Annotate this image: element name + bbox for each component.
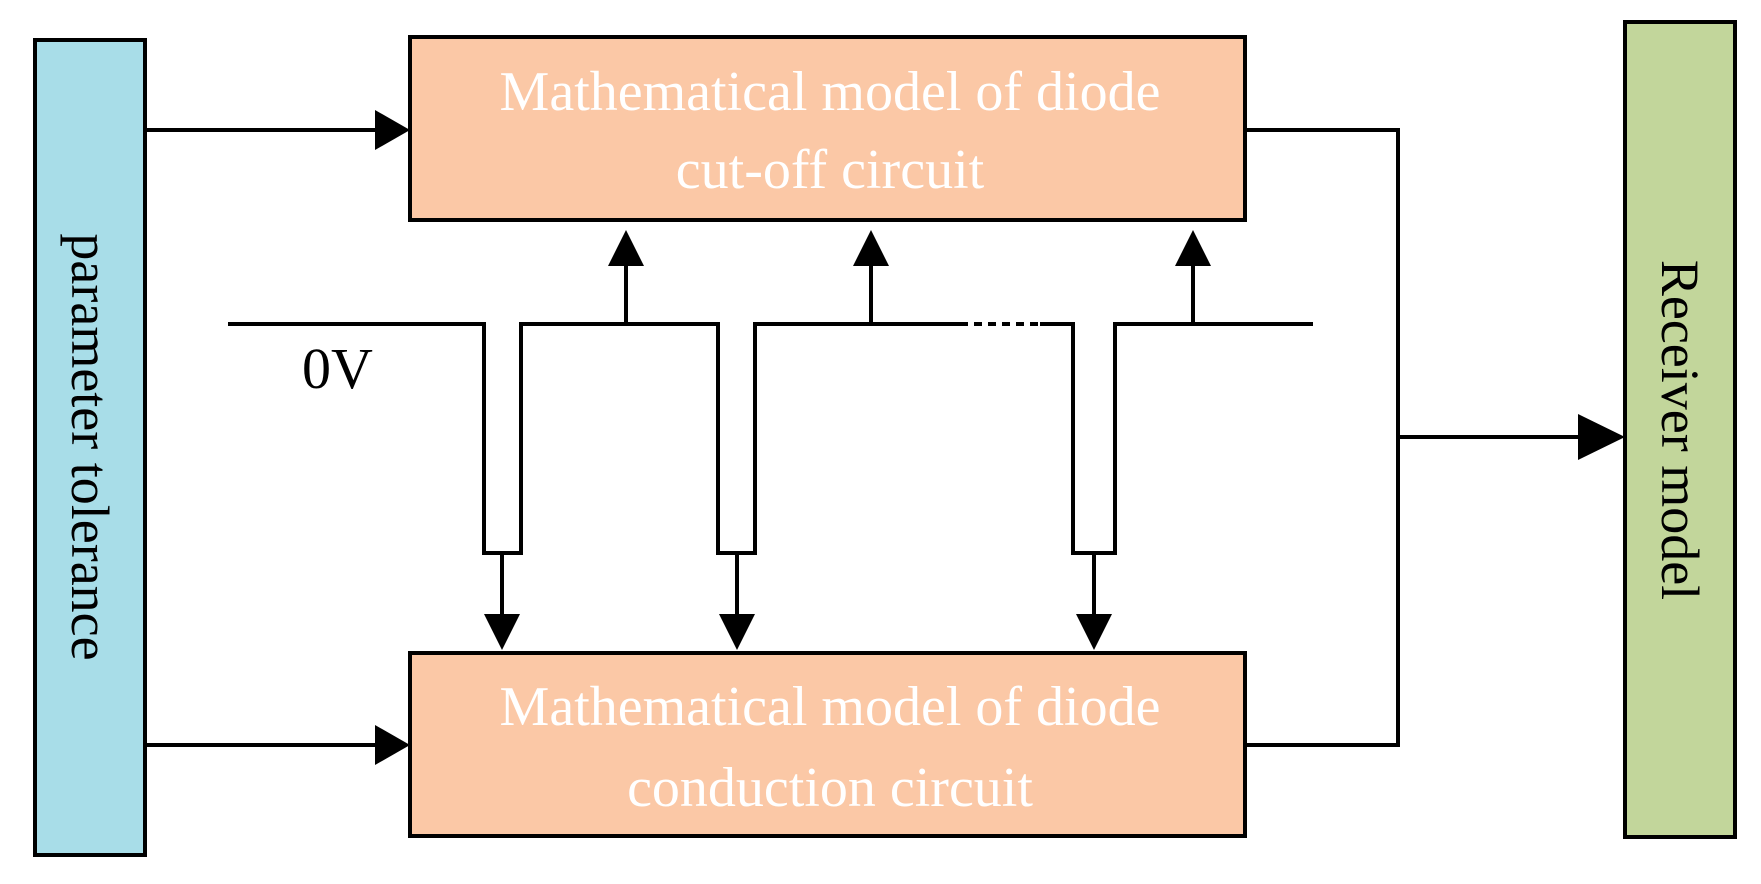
models-to-receiver-connector xyxy=(1245,128,1625,747)
conduction-model-title-line2: conduction circuit xyxy=(627,757,1033,819)
conduction-model-title-line1: Mathematical model of diode xyxy=(500,676,1161,738)
receiver-model-block: Receiver model xyxy=(1623,20,1737,839)
conduction-model-block: Mathematical model of diode conduction c… xyxy=(408,651,1247,838)
cutoff-model-title-line1: Mathematical model of diode xyxy=(500,61,1161,123)
waveform-to-conduction-arrow-1 xyxy=(484,553,520,650)
pulse-waveform xyxy=(228,322,1313,555)
tolerance-to-cutoff-arrow xyxy=(145,110,410,150)
cutoff-model-box xyxy=(408,35,1247,222)
waveform-to-conduction-arrow-2 xyxy=(719,553,755,650)
parameter-tolerance-block: parameter tolerance xyxy=(33,38,147,857)
waveform-to-cutoff-arrow-2 xyxy=(853,230,889,324)
receiver-model-label: Receiver model xyxy=(1650,260,1710,600)
tolerance-to-conduction-arrow xyxy=(145,725,410,765)
parameter-tolerance-box xyxy=(33,38,147,857)
receiver-model-box xyxy=(1623,20,1737,839)
waveform-to-cutoff-arrow-1 xyxy=(608,230,644,324)
cutoff-model-block: Mathematical model of diode cut-off circ… xyxy=(408,35,1247,222)
zero-volt-label: 0V xyxy=(302,336,373,401)
waveform-to-conduction-arrow-3 xyxy=(1076,553,1112,650)
cutoff-model-title-line2: cut-off circuit xyxy=(676,139,985,201)
conduction-model-box xyxy=(408,651,1247,838)
waveform-to-cutoff-arrow-3 xyxy=(1175,230,1211,324)
parameter-tolerance-label: parameter tolerance xyxy=(60,233,120,660)
